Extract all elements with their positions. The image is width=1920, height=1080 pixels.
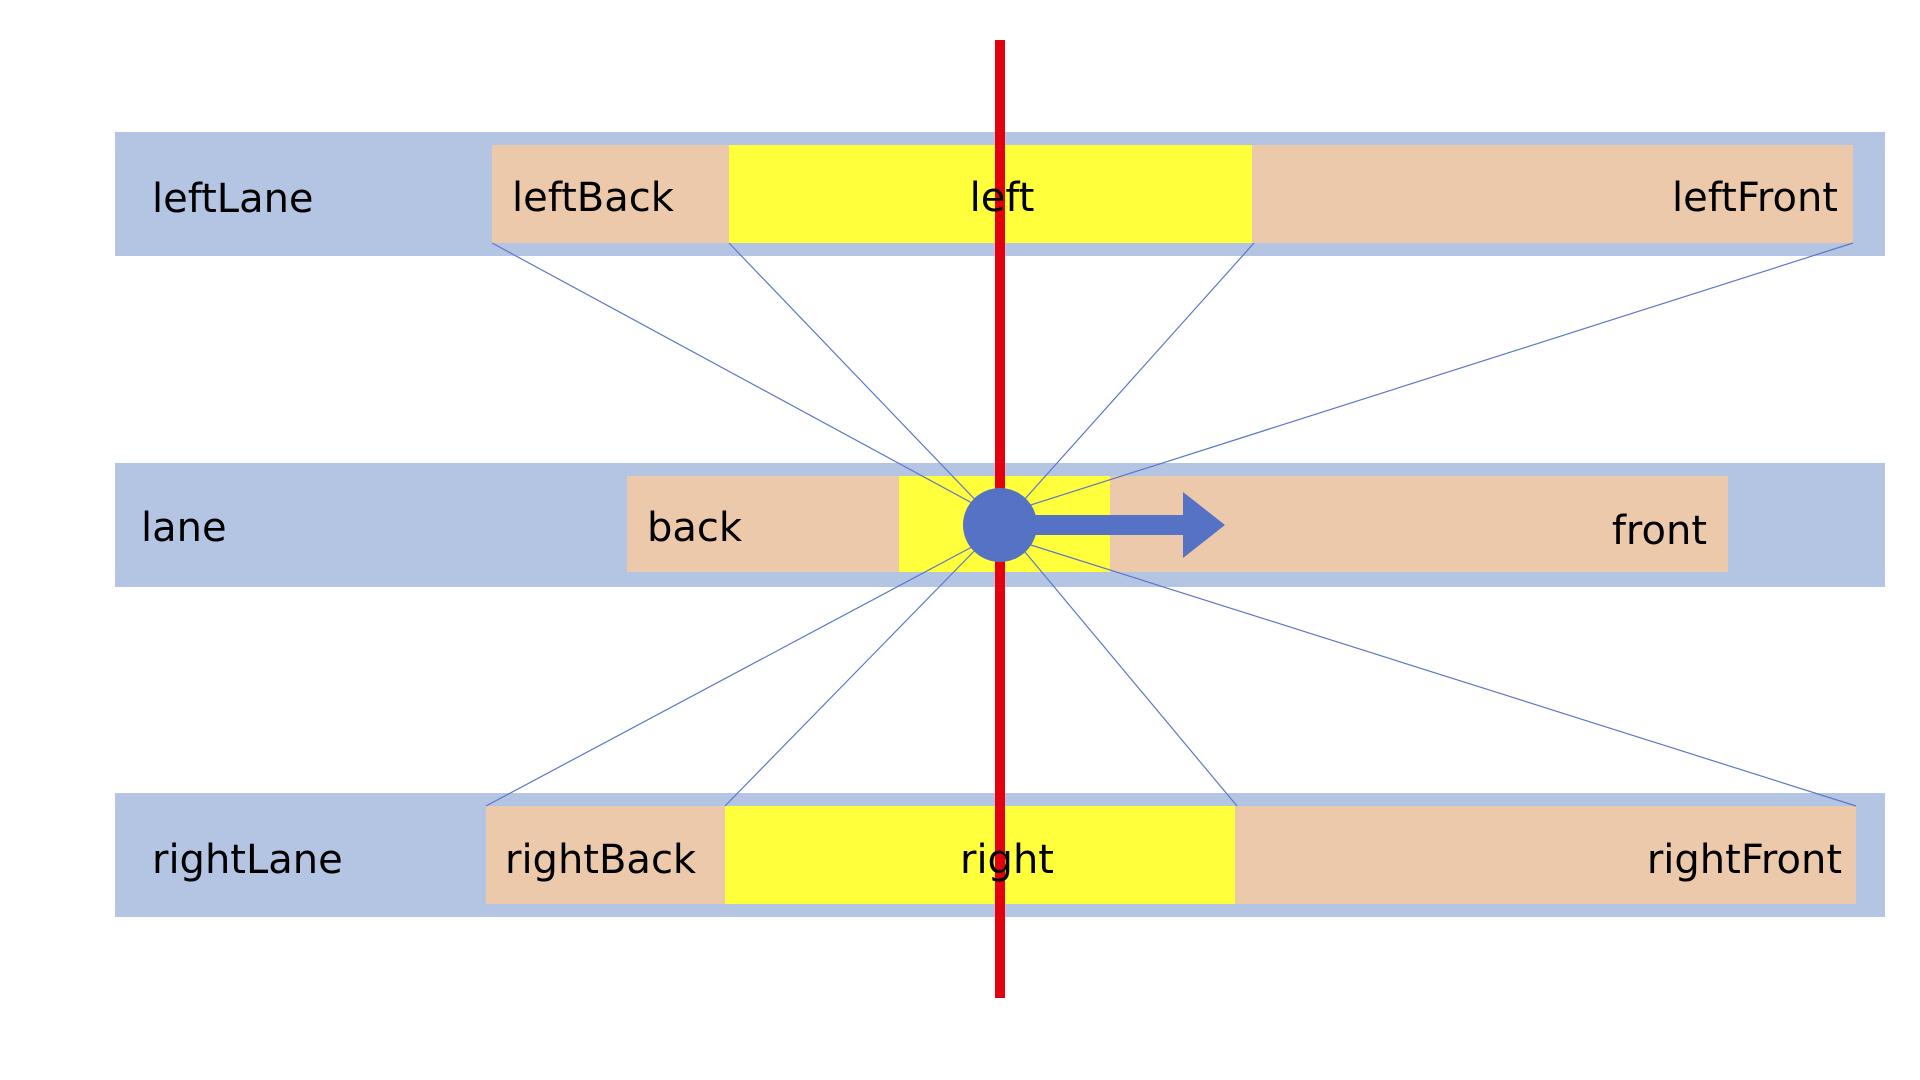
connector-line	[728, 242, 986, 511]
back-zone	[627, 476, 899, 572]
front-label: front	[1612, 508, 1707, 554]
left-back-label: leftBack	[512, 175, 675, 221]
connector-line	[724, 539, 986, 807]
left-lane-label: leftLane	[152, 176, 314, 222]
connector-line	[485, 539, 986, 807]
back-label: back	[647, 505, 743, 551]
right-back-label: rightBack	[505, 837, 697, 883]
left-front-label: leftFront	[1672, 175, 1838, 221]
lane-label: lane	[141, 505, 227, 551]
right-side-zone	[725, 806, 1235, 904]
left-back-zone	[492, 145, 729, 243]
right-back-zone	[486, 806, 725, 904]
right-lane-label: rightLane	[152, 837, 343, 883]
right-label: right	[960, 837, 1054, 883]
arrow-head	[1183, 492, 1225, 558]
connector-line	[1014, 242, 1255, 511]
left-front-zone	[1252, 145, 1853, 243]
left-side-zone	[729, 145, 1252, 243]
connector-line	[1014, 539, 1857, 807]
connector-line	[1014, 539, 1238, 807]
right-front-label: rightFront	[1647, 837, 1842, 883]
left-label: left	[970, 175, 1035, 221]
direction-arrow	[1010, 492, 1225, 558]
right-front-zone	[1235, 806, 1856, 904]
arrow-shaft	[1010, 515, 1185, 535]
ego-vehicle-dot	[963, 488, 1037, 562]
connector-line	[491, 242, 986, 511]
connector-lines	[485, 242, 1857, 807]
connector-line	[1014, 242, 1854, 511]
